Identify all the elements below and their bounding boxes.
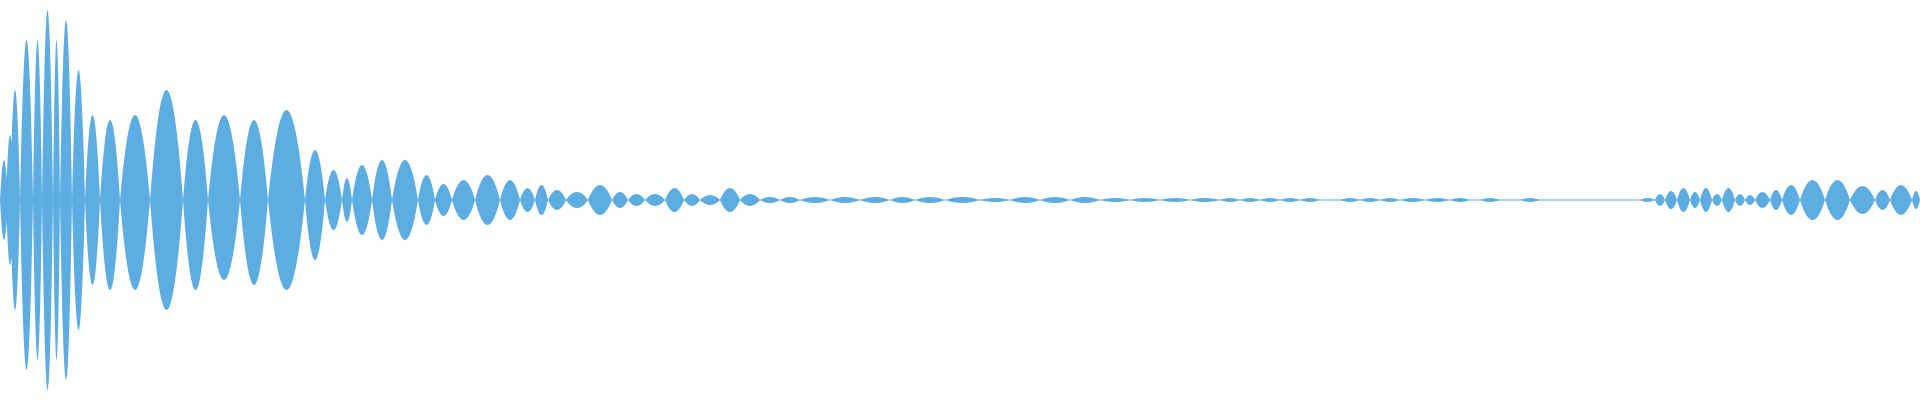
- waveform-lobe: [1450, 198, 1470, 202]
- waveform-lobe: [1010, 197, 1040, 203]
- waveform-lobe: [1782, 185, 1800, 215]
- waveform-lobe: [1745, 195, 1755, 205]
- waveform-lobe: [452, 180, 475, 220]
- waveform-lobe: [800, 197, 830, 203]
- waveform-lobe: [1400, 198, 1425, 202]
- waveform-lobe: [830, 197, 860, 203]
- waveform-lobe: [612, 192, 628, 208]
- waveform-lobe: [1655, 194, 1665, 206]
- waveform-lobe: [980, 198, 1010, 202]
- waveform-lobe: [700, 195, 720, 205]
- waveform-lobes: [0, 10, 1920, 390]
- waveform-lobe: [1735, 194, 1745, 206]
- waveform-lobe: [890, 197, 915, 203]
- waveform-lobe: [120, 115, 150, 290]
- waveform-lobe: [60, 20, 72, 380]
- waveform-lobe: [1280, 198, 1300, 202]
- waveform-lobe: [1640, 198, 1655, 202]
- waveform-lobe: [1690, 192, 1700, 208]
- waveform-lobe: [325, 170, 342, 230]
- waveform-lobe: [665, 188, 684, 212]
- waveform-lobe: [1480, 198, 1500, 202]
- waveform-lobe: [53, 40, 60, 360]
- waveform-lobe: [1130, 198, 1160, 202]
- waveform-lobe: [645, 194, 665, 206]
- waveform-lobe: [305, 150, 325, 260]
- waveform-lobe: [1520, 198, 1540, 202]
- waveform-lobe: [100, 120, 120, 290]
- waveform-lobe: [150, 90, 183, 310]
- waveform-lobe: [1665, 191, 1677, 209]
- waveform-lobe: [418, 175, 435, 225]
- waveform-lobe: [1825, 180, 1850, 220]
- waveform-lobe: [780, 197, 800, 203]
- waveform-lobe: [392, 160, 418, 240]
- waveform-lobe: [1380, 198, 1400, 202]
- waveform-lobe: [720, 188, 740, 212]
- waveform-lobe: [1700, 188, 1712, 212]
- waveform-lobe: [10, 90, 20, 310]
- waveform-lobe: [1070, 197, 1100, 203]
- waveform-lobe: [1100, 198, 1130, 202]
- waveform-lobe: [342, 178, 352, 222]
- waveform-lobe: [33, 40, 42, 360]
- waveform-lobe: [208, 115, 240, 280]
- waveform-lobe: [520, 188, 535, 212]
- waveform-lobe: [860, 197, 890, 203]
- waveform-lobe: [475, 175, 500, 225]
- waveform-lobe: [1190, 198, 1220, 202]
- waveform-lobe: [435, 184, 452, 216]
- waveform-lobe: [945, 197, 980, 203]
- waveform-lobe: [1712, 194, 1722, 206]
- waveform-lobe: [1240, 198, 1260, 202]
- waveform-lobe: [0, 160, 8, 240]
- waveform-lobe: [740, 194, 760, 206]
- waveform-lobe: [535, 185, 548, 215]
- waveform-lobe: [1722, 188, 1735, 212]
- waveform-lobe: [628, 194, 645, 206]
- waveform-lobe: [1770, 190, 1782, 210]
- waveform-lobe: [1800, 180, 1825, 220]
- waveform-lobe: [85, 115, 100, 285]
- waveform-lobe: [20, 40, 33, 370]
- waveform-lobe: [72, 70, 85, 330]
- waveform-lobe: [1160, 198, 1190, 202]
- waveform-lobe: [1850, 186, 1875, 214]
- waveform-lobe: [1340, 198, 1360, 202]
- waveform-lobe: [42, 10, 53, 390]
- waveform-lobe: [268, 110, 305, 290]
- waveform-lobe: [1300, 198, 1320, 202]
- waveform-lobe: [1912, 191, 1920, 209]
- waveform-lobe: [240, 120, 268, 285]
- waveform-lobe: [1360, 198, 1380, 202]
- waveform-lobe: [588, 185, 612, 215]
- waveform-lobe: [915, 197, 945, 203]
- waveform-lobe: [1220, 198, 1240, 202]
- waveform-lobe: [1875, 190, 1890, 210]
- waveform-lobe: [1040, 197, 1070, 203]
- waveform-lobe: [1425, 198, 1450, 202]
- waveform-lobe: [1260, 198, 1280, 202]
- waveform-lobe: [183, 120, 208, 290]
- waveform-lobe: [1755, 192, 1770, 208]
- waveform-lobe: [760, 197, 780, 203]
- waveform-lobe: [1890, 185, 1912, 215]
- waveform-lobe: [566, 192, 588, 208]
- waveform-lobe: [684, 194, 700, 206]
- waveform-lobe: [352, 165, 372, 235]
- waveform-lobe: [548, 190, 566, 210]
- waveform-lobe: [500, 180, 520, 220]
- waveform-lobe: [1677, 188, 1690, 212]
- waveform-lobe: [372, 160, 392, 240]
